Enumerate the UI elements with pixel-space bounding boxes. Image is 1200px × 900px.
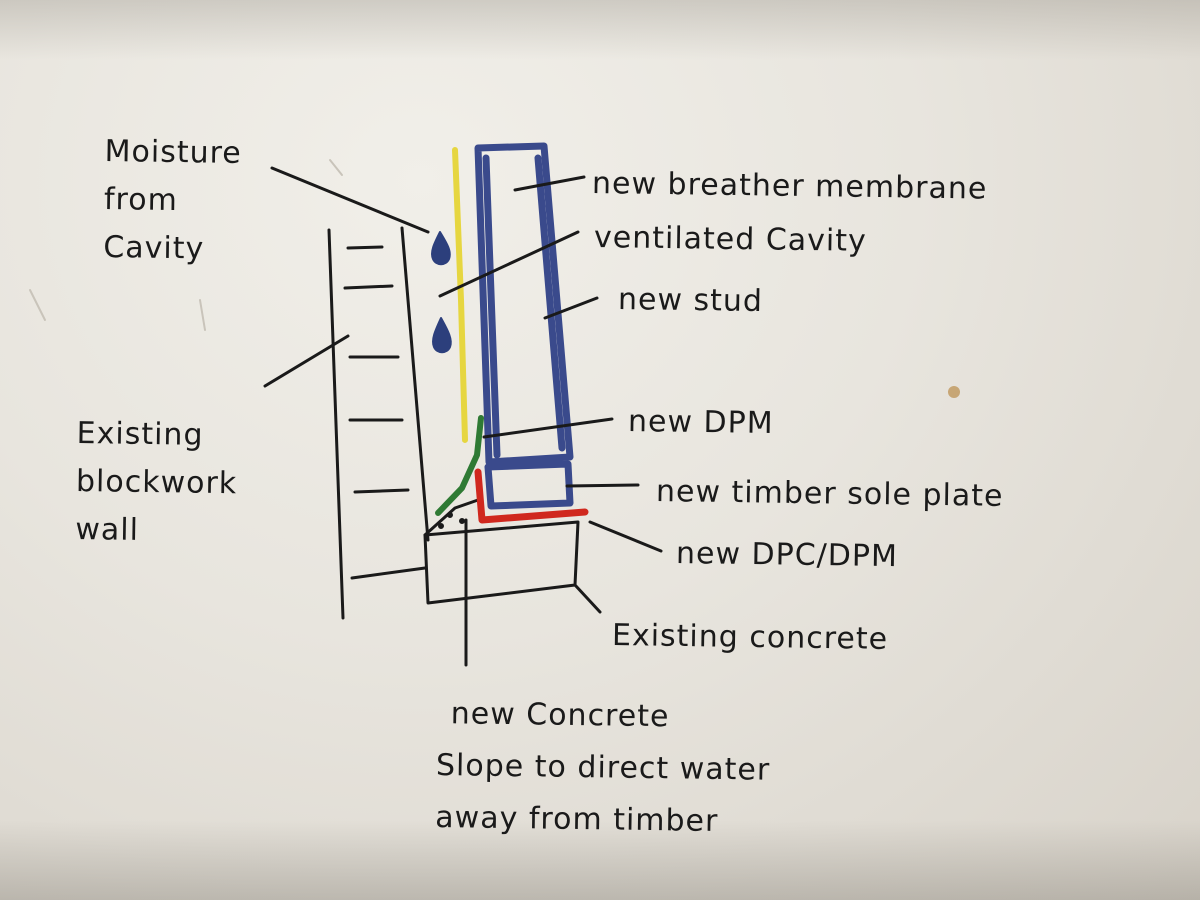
moisture-leader [270, 166, 430, 234]
existing-concrete-leader [573, 583, 602, 614]
blockwork-course-5 [353, 488, 410, 494]
blockwork-wall [327, 226, 430, 620]
label-new-timber-sole-plate: new timber sole plate [655, 474, 1004, 514]
concrete-dot [447, 512, 453, 518]
stud-outline [474, 142, 574, 466]
stud-inner-line-right [534, 154, 566, 452]
leader-lines [263, 166, 663, 614]
stud-leader [543, 296, 599, 320]
label-breather-membrane: new breather membrane [591, 166, 988, 207]
stud-inner-line [482, 154, 501, 459]
label-ventilated-cavity: ventilated Cavity [593, 220, 868, 259]
moisture-droplet-icon [431, 317, 452, 354]
label-new-dpc-dpm: new DPC/DPM [675, 536, 899, 575]
blockwork-course-6 [350, 566, 427, 580]
blockwork-course-1 [346, 245, 384, 250]
faint-pencil-marks [29, 159, 343, 331]
label-moisture-from-cavity: Moisture from Cavity [103, 134, 243, 267]
blockwork-leader [263, 334, 350, 388]
concrete [423, 498, 580, 667]
timber-stud [474, 142, 574, 466]
new-concrete-slope [423, 498, 480, 537]
breather-leader [513, 175, 586, 192]
label-existing-concrete: Existing concrete [611, 618, 889, 657]
blockwork-course-2 [343, 284, 394, 290]
label-new-concrete-slope: new Concrete Slope to direct water away … [435, 696, 771, 839]
breather-membrane-line [452, 147, 468, 443]
paper-stain [948, 386, 960, 398]
blockwork-outer-line [327, 228, 345, 620]
concrete-dot [459, 518, 465, 524]
sole-plate-leader [565, 483, 640, 488]
cavity-leader [438, 230, 580, 298]
dpc-leader [588, 520, 663, 553]
dpm-line [435, 415, 484, 516]
label-new-stud: new stud [617, 282, 764, 320]
dpm-leader [482, 417, 614, 439]
timber-sole-plate [484, 460, 574, 510]
blockwork-inner-line [400, 226, 430, 542]
moisture-droplet-icon [430, 231, 451, 266]
paper-shadow-bottom [0, 820, 1200, 900]
existing-concrete-block [423, 520, 580, 605]
label-new-dpm: new DPM [627, 404, 774, 442]
concrete-dot [438, 523, 444, 529]
dpc-line [474, 468, 589, 524]
label-existing-blockwork-wall: Existing blockwork wall [75, 416, 238, 548]
paper-shadow-top [0, 0, 1200, 60]
